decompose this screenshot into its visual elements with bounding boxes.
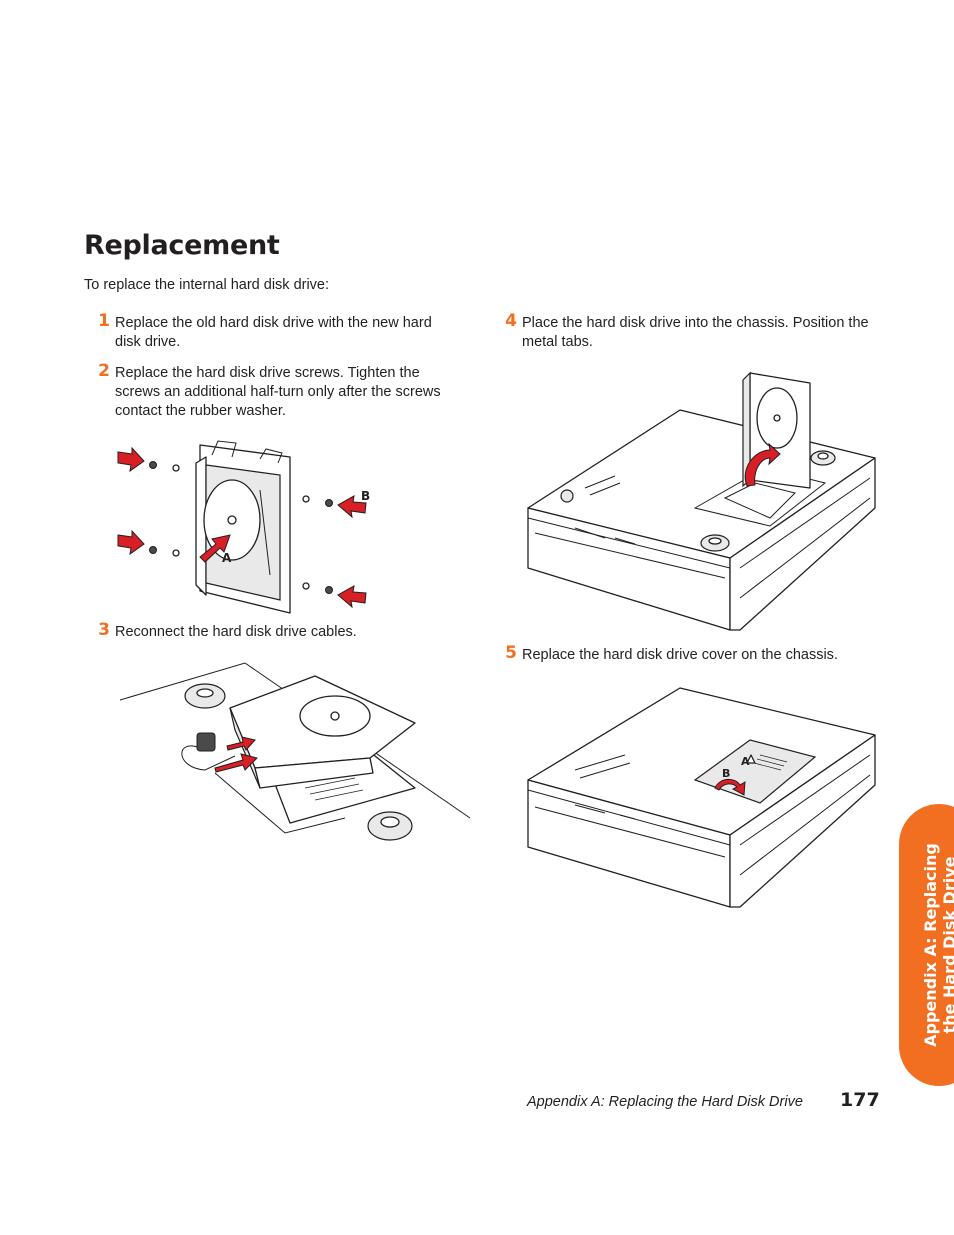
label-b: B (722, 767, 730, 780)
chassis-cover-figure: B A (527, 687, 876, 908)
step-1-number: 1 (98, 311, 110, 331)
label-b: B (361, 489, 370, 503)
step-2-text: Replace the hard disk drive screws. Tigh… (115, 365, 441, 419)
chapter-tab-line-1: Appendix A: Replacing (921, 843, 940, 1047)
step-4-text: Place the hard disk drive into the chass… (522, 315, 869, 350)
rubber-foot (700, 534, 730, 552)
screw-top-right (302, 495, 333, 507)
intro-text: To replace the internal hard disk drive: (84, 277, 330, 293)
rubber-foot (810, 450, 836, 466)
hard-drive-screws-figure: A B (117, 440, 370, 614)
arrow-red-icon (714, 778, 746, 796)
screw-bottom-left (149, 546, 180, 557)
chapter-tab-line-2: the Hard Disk Drive (940, 856, 954, 1034)
chapter-tab[interactable]: Appendix A: Replacing the Hard Disk Driv… (899, 804, 954, 1086)
step-4: 4 Place the hard disk drive into the cha… (491, 311, 891, 354)
step-2: 2 Replace the hard disk drive screws. Ti… (84, 361, 464, 424)
arrow-red-icon (117, 529, 145, 556)
chassis-drive-figure (527, 371, 876, 631)
step-3-text: Reconnect the hard disk drive cables. (115, 624, 357, 640)
arrow-red-icon (117, 446, 145, 473)
arrow-red-icon (226, 736, 256, 751)
rubber-foot-bottom (367, 811, 413, 841)
arrow-red-icon (744, 442, 781, 487)
label-a: A (222, 551, 232, 565)
arrow-red-icon (199, 534, 231, 563)
arrow-red-icon (214, 753, 258, 773)
step-3: 3 Reconnect the hard disk drive cables. (84, 620, 464, 643)
drive-cover (693, 739, 817, 804)
step-2-number: 2 (98, 361, 110, 381)
label-a: A (741, 755, 750, 768)
step-3-number: 3 (98, 620, 110, 640)
screw-bottom-right (302, 582, 333, 594)
step-4-number: 4 (505, 311, 517, 331)
screw-top-left (149, 461, 180, 472)
step-5-number: 5 (505, 643, 517, 663)
reconnect-cables-figure (119, 662, 471, 841)
chapter-tab-label: Appendix A: Replacing the Hard Disk Driv… (908, 804, 954, 1086)
arrow-red-icon (337, 585, 367, 609)
arrow-red-icon (337, 495, 367, 519)
rubber-foot-top (184, 683, 226, 709)
step-5: 5 Replace the hard disk drive cover on t… (491, 643, 891, 666)
step-5-text: Replace the hard disk drive cover on the… (522, 647, 838, 663)
step-1: 1 Replace the old hard disk drive with t… (84, 311, 464, 354)
page-title: Replacement (84, 230, 280, 261)
page-number: 177 (840, 1089, 880, 1111)
step-1-text: Replace the old hard disk drive with the… (115, 315, 432, 350)
footer-chapter: Appendix A: Replacing the Hard Disk Driv… (527, 1094, 803, 1110)
